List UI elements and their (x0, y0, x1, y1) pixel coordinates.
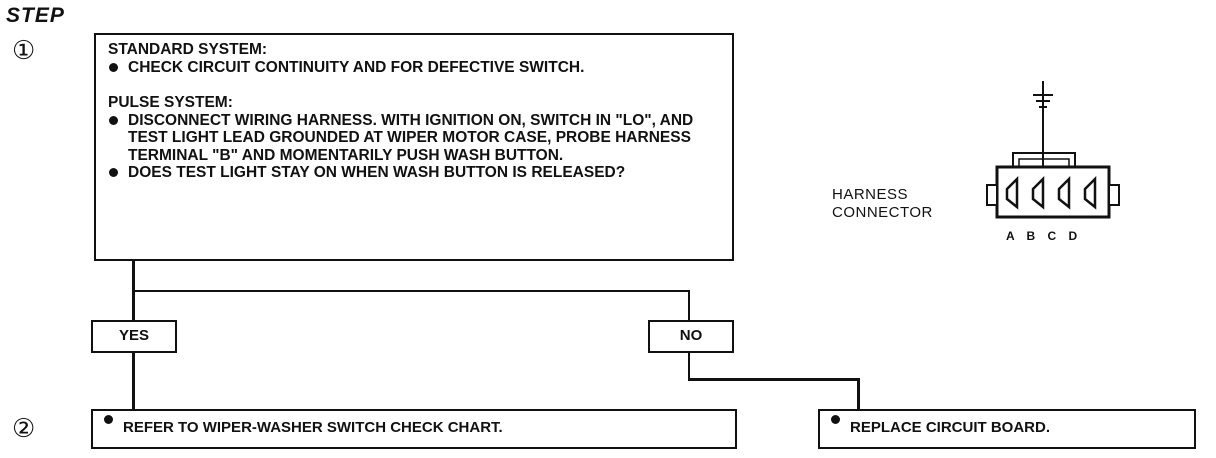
result-left-text: REFER TO WIPER-WASHER SWITCH CHECK CHART… (103, 411, 503, 445)
yes-label: YES (118, 327, 149, 344)
connector-pin-labels: A B C D (1006, 229, 1078, 243)
no-label: NO (679, 327, 703, 344)
flow-line-no-lower-down (688, 352, 690, 380)
flow-line-horizontal (132, 290, 690, 292)
harness-connector-icon (986, 81, 1120, 219)
pulse-bullet-2: DOES TEST LIGHT STAY ON WHEN WASH BUTTON… (108, 164, 628, 182)
step-1-instruction-box: STANDARD SYSTEM: CHECK CIRCUIT CONTINUIT… (94, 33, 734, 261)
no-label-box: NO (648, 320, 734, 353)
result-box-right: REPLACE CIRCUIT BOARD. (818, 409, 1196, 449)
harness-connector-label: HARNESS CONNECTOR (832, 186, 933, 222)
harness-label-line-1: HARNESS (832, 186, 909, 203)
pulse-system-title: PULSE SYSTEM: (108, 94, 233, 111)
step-2-marker: ② (12, 414, 36, 444)
flow-line-no-to-result (857, 378, 860, 410)
step-1-marker: ① (12, 36, 36, 66)
step-heading: STEP (6, 4, 65, 27)
standard-system-title: STANDARD SYSTEM: (108, 41, 268, 58)
flow-line-yes-down (132, 352, 135, 410)
flow-line-no-down (688, 290, 690, 321)
pulse-bullet-1: DISCONNECT WIRING HARNESS. WITH IGNITION… (108, 112, 718, 165)
yes-label-box: YES (91, 320, 177, 353)
standard-bullet-1: CHECK CIRCUIT CONTINUITY AND FOR DEFECTI… (108, 59, 738, 77)
harness-label-line-2: CONNECTOR (832, 204, 933, 221)
result-box-left: REFER TO WIPER-WASHER SWITCH CHECK CHART… (91, 409, 737, 449)
result-right-text: REPLACE CIRCUIT BOARD. (830, 411, 1050, 445)
flow-line-no-horizontal (688, 378, 860, 381)
